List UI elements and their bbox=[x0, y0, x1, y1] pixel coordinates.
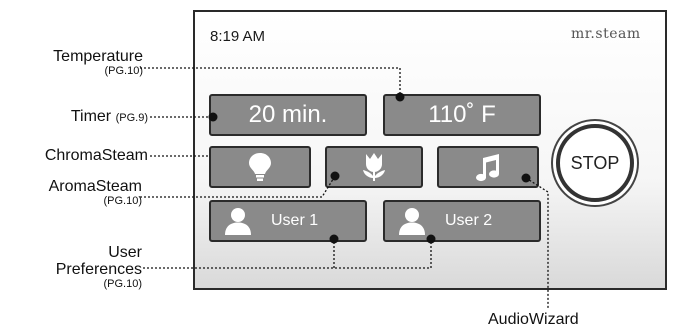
chromasteam-callout: ChromaSteam bbox=[0, 147, 148, 164]
clock-time: 8:19 AM bbox=[210, 28, 266, 45]
music-note-icon bbox=[474, 152, 502, 182]
brand-logo: mr.steam bbox=[571, 26, 641, 42]
user-prefs-leader bbox=[143, 239, 432, 269]
user-2-button[interactable]: User 2 bbox=[383, 200, 541, 242]
audiowizard-leader bbox=[525, 177, 549, 308]
user-1-button[interactable]: User 1 bbox=[209, 200, 367, 242]
user-2-label: User 2 bbox=[445, 212, 493, 229]
timer-callout: Timer (PG.9) bbox=[0, 108, 148, 127]
timer-button[interactable]: 20 min. bbox=[209, 94, 367, 136]
temperature-callout-label: Temperature bbox=[53, 48, 143, 65]
temperature-callout-page: (PG.10) bbox=[104, 65, 143, 77]
audiowizard-callout-label: AudioWizard bbox=[488, 311, 579, 328]
user-1-label: User 1 bbox=[271, 212, 319, 229]
audiowizard-dot bbox=[521, 173, 531, 183]
aromasteam-dot bbox=[330, 171, 340, 181]
lightbulb-icon bbox=[248, 152, 272, 182]
stop-label: STOP bbox=[570, 152, 620, 173]
stop-button[interactable]: STOP bbox=[556, 124, 634, 202]
user-prefs-callout: User Preferences (PG.10) bbox=[0, 244, 142, 290]
temperature-leader bbox=[140, 67, 401, 97]
audiowizard-callout: AudioWizard bbox=[488, 311, 618, 328]
aromasteam-leader bbox=[140, 175, 336, 198]
temperature-value: 110˚ F bbox=[428, 101, 496, 128]
aromasteam-callout: AromaSteam (PG.10) bbox=[0, 178, 142, 207]
temperature-callout: Temperature (PG.10) bbox=[0, 48, 143, 77]
user-prefs-callout-page: (PG.10) bbox=[103, 278, 142, 290]
person-icon bbox=[225, 207, 251, 235]
aromasteam-button[interactable] bbox=[325, 146, 423, 188]
chromasteam-button[interactable] bbox=[209, 146, 311, 188]
chromasteam-callout-label: ChromaSteam bbox=[44, 147, 148, 164]
user-prefs-callout-label-2: Preferences bbox=[55, 261, 142, 278]
timer-callout-label: Timer bbox=[70, 108, 112, 125]
timer-dot bbox=[208, 112, 218, 122]
user-prefs-callout-label-1: User bbox=[108, 244, 142, 261]
temperature-button[interactable]: 110˚ F bbox=[383, 94, 541, 136]
audiowizard-button[interactable] bbox=[437, 146, 539, 188]
aromasteam-callout-page: (PG.10) bbox=[103, 195, 142, 207]
timer-value: 20 min. bbox=[248, 101, 328, 128]
aromasteam-callout-label: AromaSteam bbox=[48, 178, 142, 195]
tulip-icon bbox=[361, 152, 387, 182]
person-icon bbox=[399, 207, 425, 235]
timer-callout-page: (PG.9) bbox=[115, 112, 148, 124]
temperature-dot bbox=[395, 92, 405, 102]
user-2-dot bbox=[426, 234, 436, 244]
user-1-dot bbox=[329, 234, 339, 244]
